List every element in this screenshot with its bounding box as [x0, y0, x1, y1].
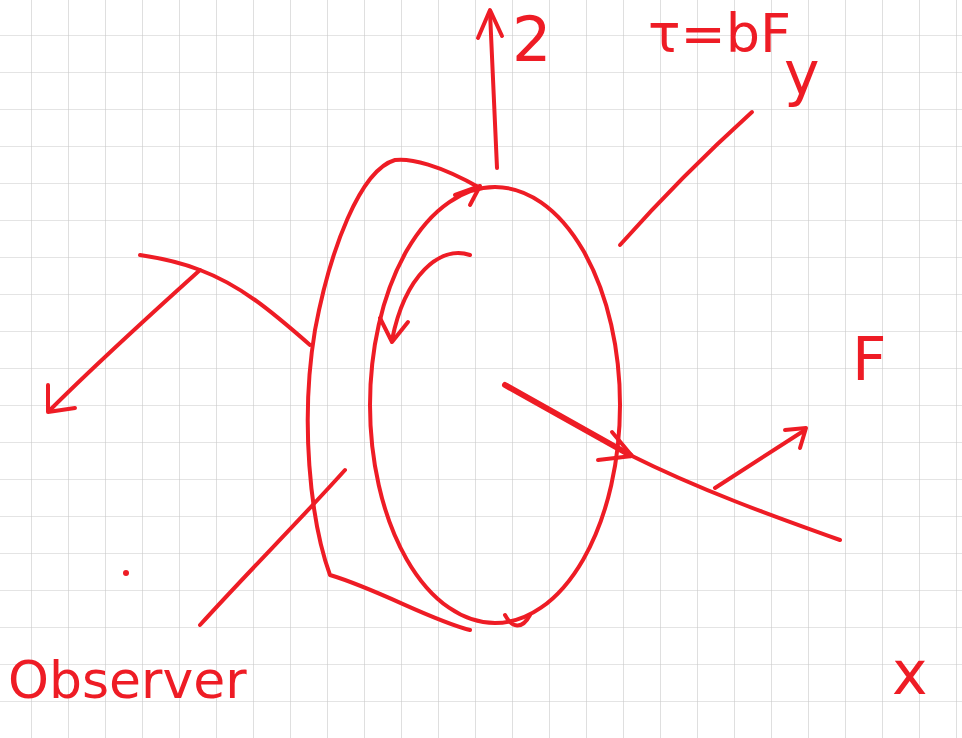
rim-arrow-top [455, 186, 480, 205]
z-arrowhead [478, 10, 502, 38]
rotation-arrowhead [380, 318, 408, 342]
y-axis [50, 270, 200, 410]
force-vector [715, 430, 805, 488]
leader-line [620, 112, 752, 245]
axis-label: τ=bF [648, 4, 791, 63]
disk-rim [308, 160, 480, 630]
leader-line [200, 470, 345, 625]
dot [123, 570, 129, 576]
axis-label: x [892, 640, 928, 706]
radius-vector [505, 385, 630, 455]
axis-label: 2 [512, 6, 551, 74]
force-arrowhead [785, 428, 806, 448]
rim-mark-bottom [505, 615, 530, 626]
axis-label: y [784, 40, 820, 106]
axis-label: Observer [8, 652, 247, 709]
y-arrowhead [48, 385, 75, 412]
x-axis [630, 455, 840, 540]
disk-face [370, 187, 620, 623]
radius-arrowhead [598, 432, 632, 460]
axis-label: F [852, 326, 887, 392]
z-axis [490, 12, 497, 168]
